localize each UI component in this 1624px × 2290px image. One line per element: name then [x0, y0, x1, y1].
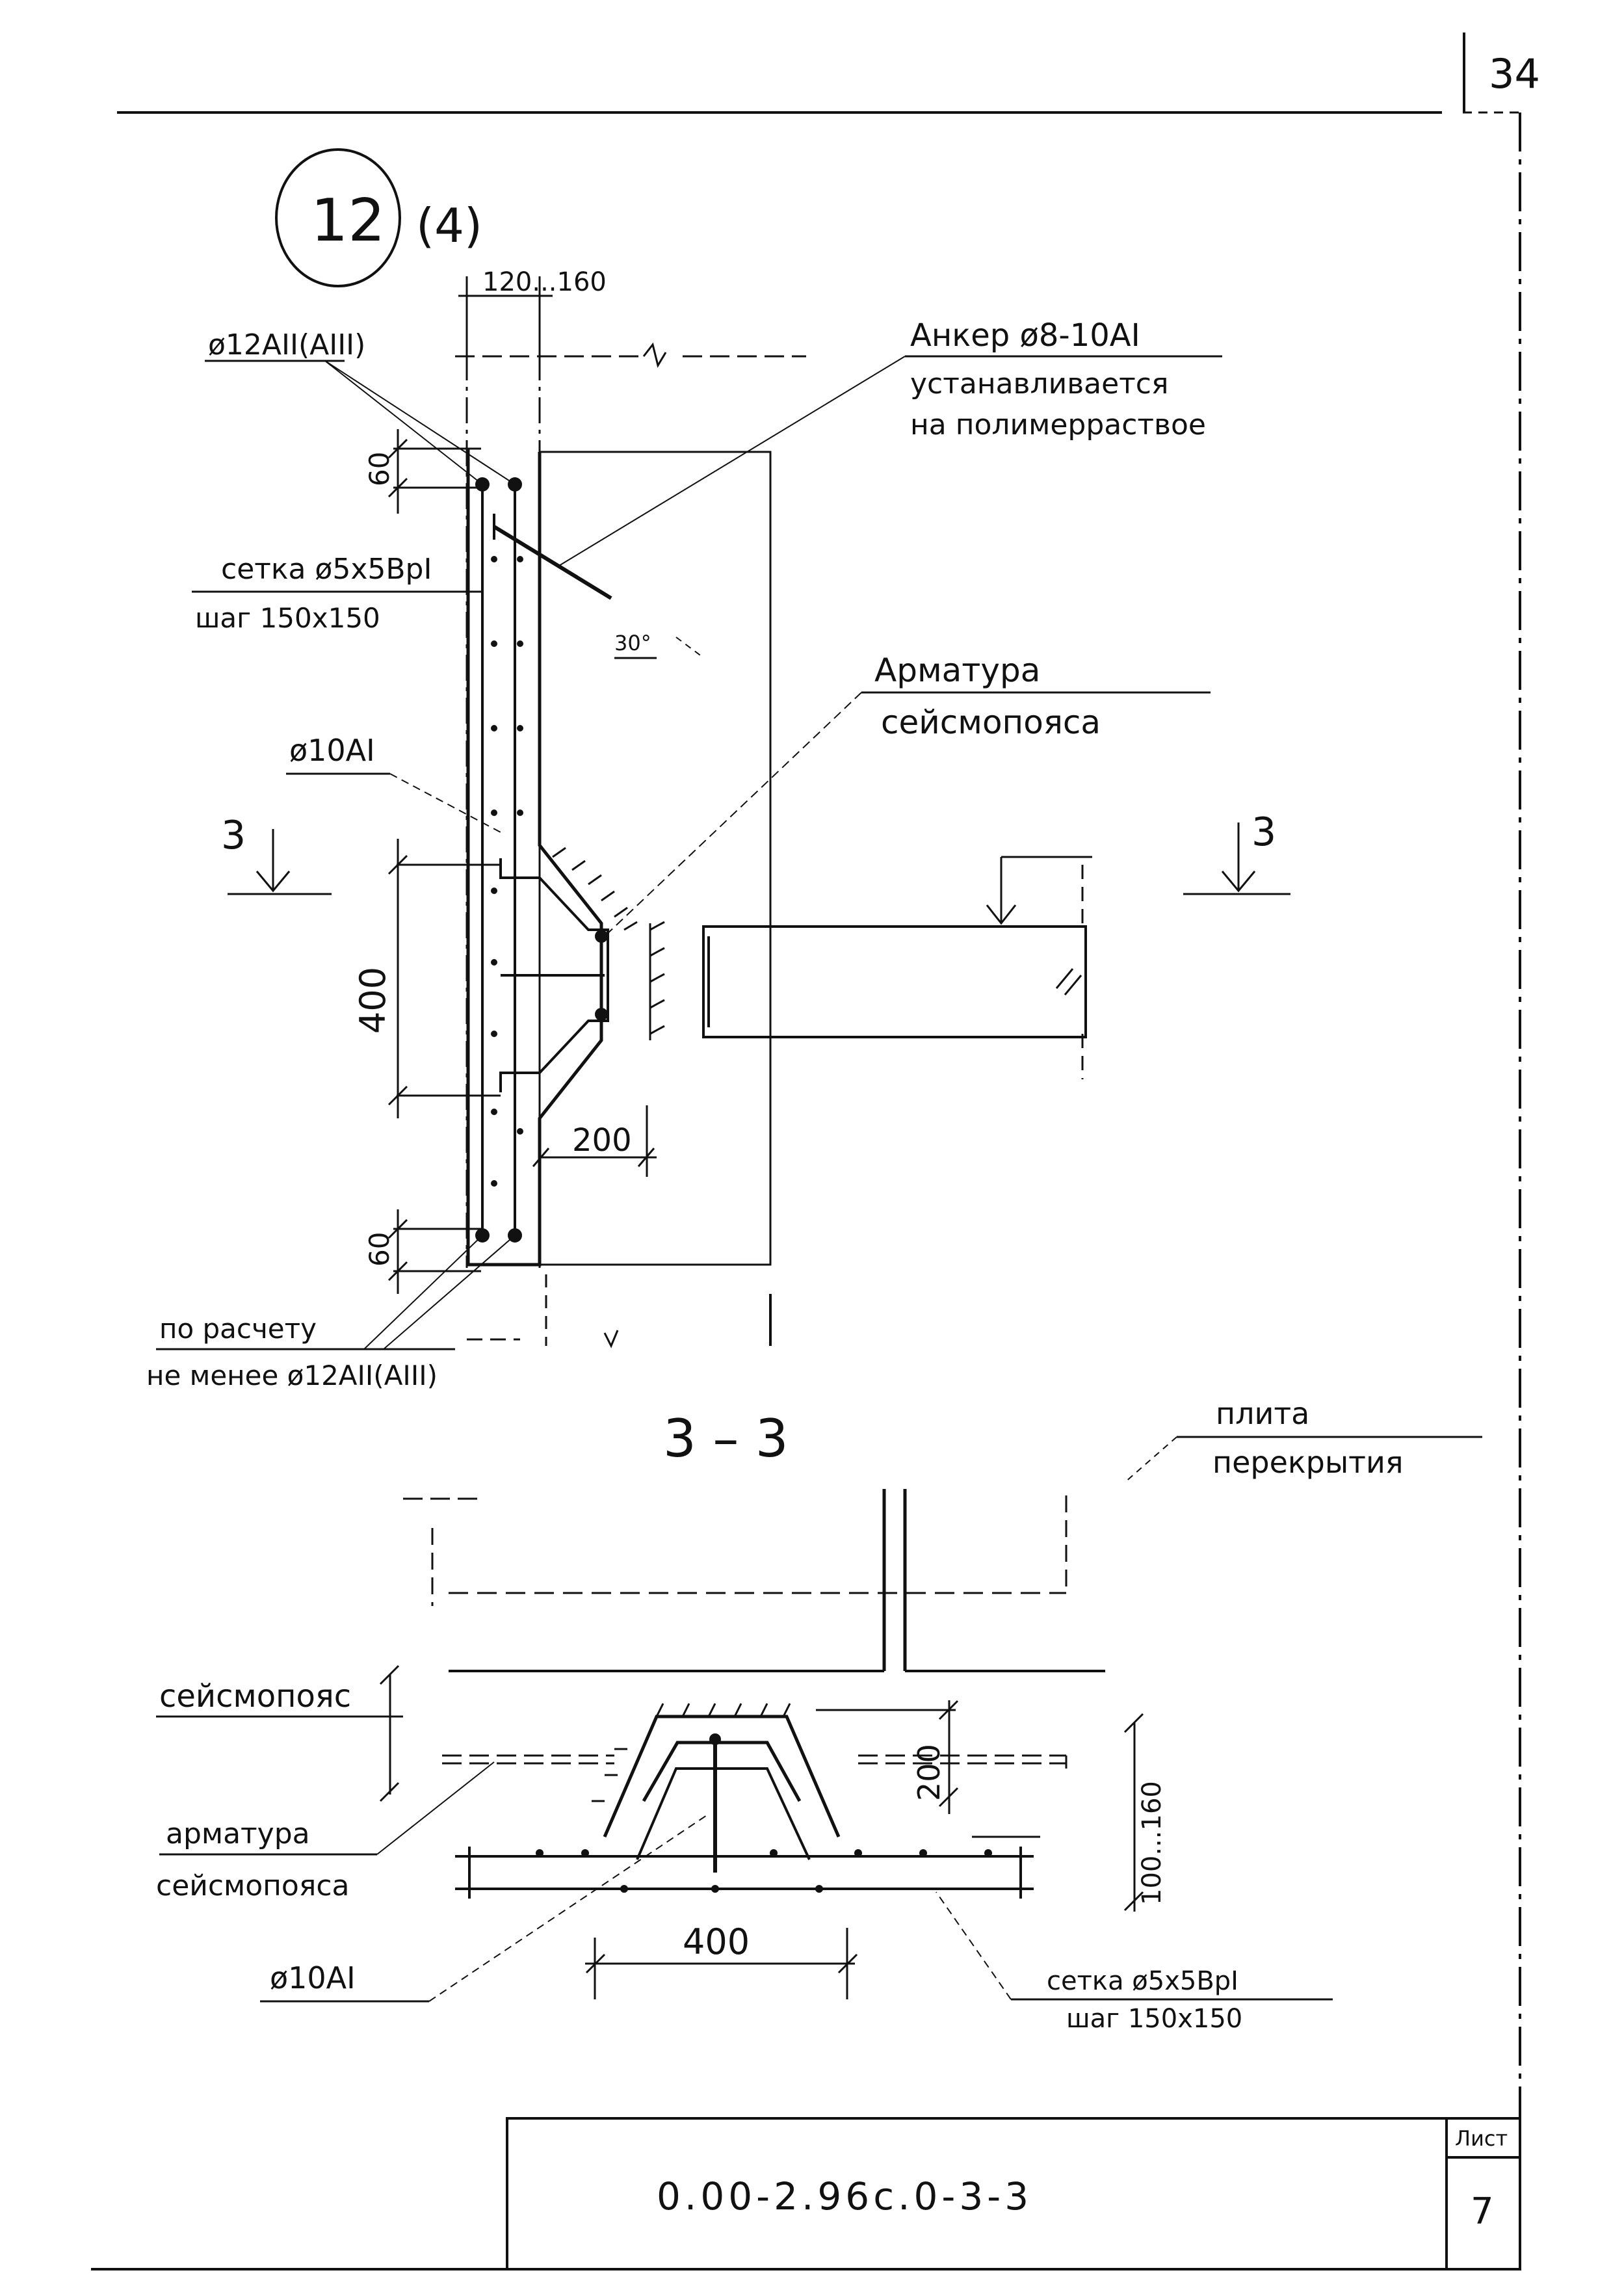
seismic-rebar-label-2: сейсмопояса	[881, 704, 1101, 741]
sheet-frame: 34	[91, 33, 1540, 2270]
height-dim: 400	[352, 967, 393, 1034]
wall-thickness-dim: 120...160	[482, 267, 607, 297]
stirrup-label: ø10AI	[289, 733, 375, 768]
top-cover-dim: 60	[363, 452, 395, 486]
section-mark-left: 3	[221, 813, 246, 858]
bottom-rebar-label-2: не менее ø12AII(AIII)	[146, 1360, 438, 1391]
mesh-label-2: шаг 150x150	[195, 602, 380, 634]
seismic-belt-label: сейсмопояс	[159, 1678, 351, 1715]
rebar-top-label: ø12AII(AIII)	[208, 328, 365, 362]
mesh-label-1: сетка ø5x5BpI	[221, 553, 432, 586]
anchor-label-2: устанавливается	[910, 367, 1168, 401]
page-number: 34	[1489, 50, 1540, 98]
anchor-label-3: на полимерраствое	[910, 408, 1206, 441]
width-200-dim: 200	[572, 1122, 632, 1159]
section-rebar-label-2: сейсмопояса	[156, 1869, 349, 1902]
sheet-label: Лист	[1455, 2126, 1508, 2151]
section-width-dim: 400	[683, 1921, 750, 1962]
anchor-label-1: Анкер ø8-10AI	[910, 317, 1140, 354]
section-rebar-label-1: арматура	[166, 1817, 310, 1850]
angle-label: 30°	[614, 631, 651, 655]
slab-label-1: плита	[1216, 1396, 1309, 1431]
section-title: 3 – 3	[663, 1408, 789, 1469]
section-3-3: 3 – 3 плита перекрытия	[156, 1396, 1482, 2034]
slab-label-2: перекрытия	[1212, 1445, 1404, 1480]
node-number: 12	[311, 187, 386, 255]
node-marker: 12 (4)	[275, 148, 482, 287]
bottom-rebar-label-1: по расчету	[159, 1313, 317, 1345]
section-mesh-label-2: шаг 150x150	[1066, 2004, 1242, 2034]
section-stirrup-label: ø10AI	[270, 1960, 356, 1995]
sheet-number: 7	[1471, 2191, 1494, 2233]
seismic-rebar-label-1: Арматура	[874, 651, 1040, 689]
section-thickness-dim: 100...160	[1137, 1781, 1167, 1905]
node-ref: (4)	[416, 198, 482, 253]
title-block: 0.00-2.96с.0-3-3 Лист 7	[506, 2117, 1521, 2270]
section-mesh-label-1: сетка ø5x5BpI	[1047, 1966, 1238, 1996]
section-mark-right: 3	[1251, 809, 1276, 855]
bottom-cover-dim: 60	[363, 1232, 395, 1267]
wall-elevation: 120...160	[455, 267, 1087, 1349]
stamp-code: 0.00-2.96с.0-3-3	[657, 2174, 1032, 2218]
section-height-dim: 200	[911, 1744, 947, 1801]
elevation-labels: ø12AII(AIII) Анкер ø8-10AI устанавливает…	[146, 317, 1290, 1391]
